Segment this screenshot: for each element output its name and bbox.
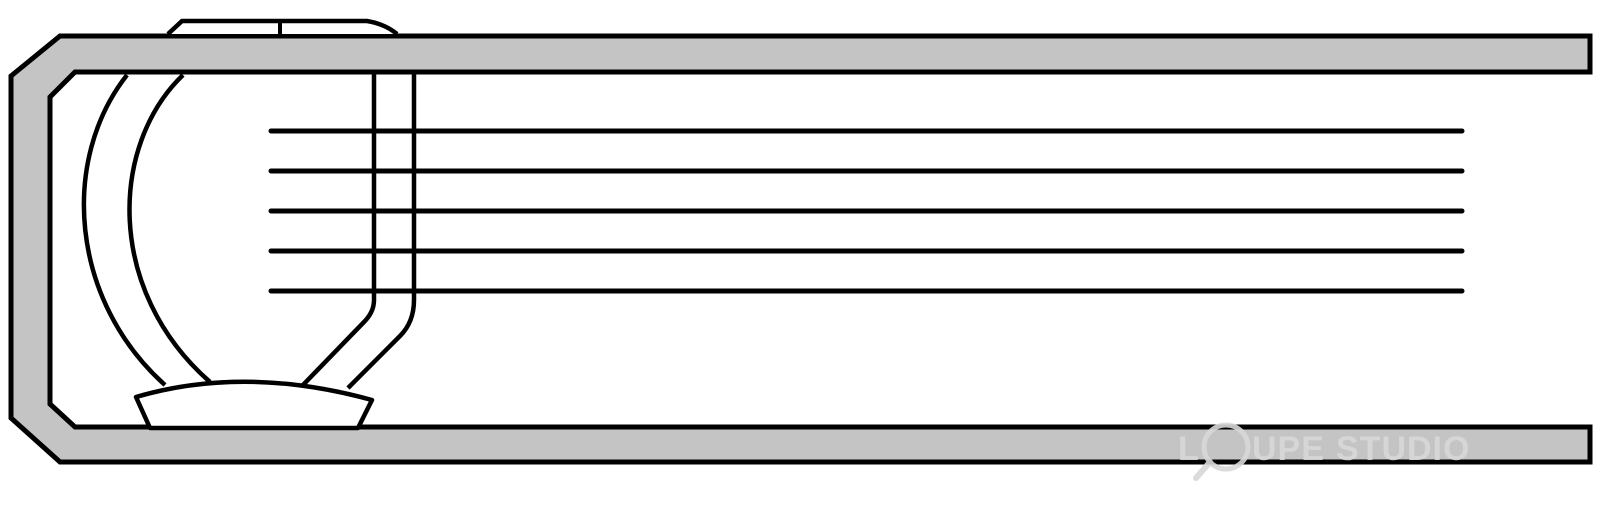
- watermark-text-upe: UPE: [1252, 430, 1325, 468]
- binder-cover-shape: [8, 33, 1593, 465]
- top-clip-outline: [166, 18, 399, 36]
- filing-sheets: [268, 128, 1465, 294]
- ring-post-inner-bar: [300, 72, 377, 388]
- base-plate-shape: [133, 379, 375, 431]
- ring-post: [300, 72, 417, 390]
- watermark-text-studio: STUDIO: [1336, 430, 1470, 468]
- lever-arm-outer-curve: [81, 73, 167, 387]
- lever-arm-inner-curve: [127, 73, 212, 384]
- lever-mechanism: [81, 73, 212, 387]
- loupe-magnifier-icon: [1193, 422, 1251, 481]
- watermark: L UPE STUDIO: [1178, 422, 1470, 481]
- binder-cover: [8, 33, 1593, 465]
- watermark-text-l: L: [1178, 430, 1200, 468]
- mechanism-base-plate: [133, 379, 375, 431]
- mechanism-top-clip: [166, 18, 399, 36]
- ring-post-outer-bar: [346, 72, 417, 390]
